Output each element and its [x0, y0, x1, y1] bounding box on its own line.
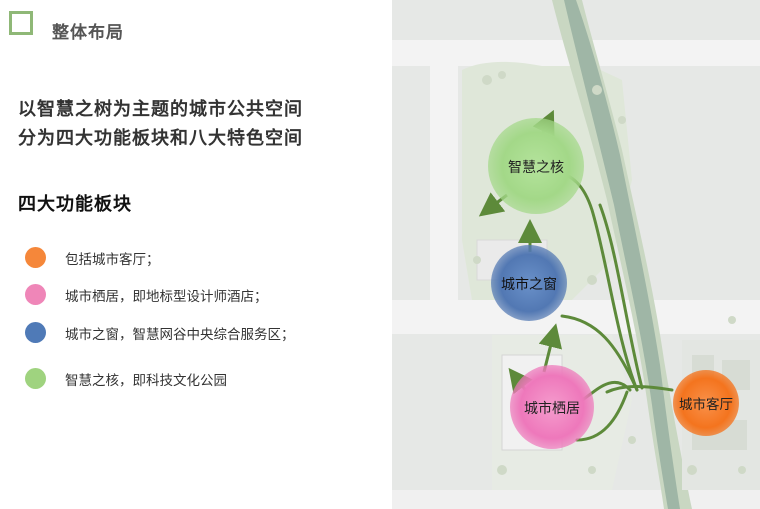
node-habitat[interactable]: 城市栖居: [510, 365, 594, 449]
node-core[interactable]: 智慧之核: [488, 118, 584, 214]
node-core-label: 智慧之核: [508, 160, 564, 176]
node-lounge[interactable]: 城市客厅: [673, 370, 739, 436]
legend-dot-pink: [25, 284, 46, 305]
legend-dot-green: [25, 368, 46, 389]
modules-heading: 四大功能板块: [18, 194, 132, 215]
branch-lines: [555, 170, 674, 442]
node-window-label: 城市之窗: [501, 276, 557, 293]
section-badge-icon: [9, 11, 33, 35]
left-panel: 整体布局 以智慧之树为主题的城市公共空间 分为四大功能板块和八大特色空间 四大功…: [9, 11, 303, 389]
road-west: [430, 66, 458, 316]
section-title: 整体布局: [52, 23, 124, 43]
road-south: [392, 490, 760, 509]
node-lounge-label: 城市客厅: [679, 396, 733, 413]
trees: [473, 71, 746, 475]
legend-dot-blue: [25, 322, 46, 343]
branch-to-core-2: [598, 203, 644, 390]
node-core-circle: [488, 118, 584, 214]
headline-line-2: 分为四大功能板块和八大特色空间: [18, 128, 303, 149]
node-window[interactable]: 城市之窗: [491, 245, 567, 321]
legend-text: 城市之窗，智慧网谷中央综合服务区；: [65, 327, 295, 343]
node-lounge-circle: [673, 370, 739, 436]
branch-to-window: [560, 314, 639, 392]
river-water: [564, 0, 680, 509]
site-plan-svg: 智慧之核 城市之窗 城市栖居 城市客厅: [392, 0, 760, 509]
legend-dot-orange: [25, 247, 46, 268]
node-habitat-label: 城市栖居: [524, 400, 580, 417]
node-habitat-circle: [510, 365, 594, 449]
node-window-circle: [491, 245, 567, 321]
arrow-habitat-up: [538, 323, 563, 373]
legend-text: 智慧之核，即科技文化公园: [65, 373, 227, 389]
site-plan-map: 智慧之核 城市之窗 城市栖居 城市客厅: [392, 0, 760, 509]
legend-text: 包括城市客厅；: [65, 252, 160, 268]
headline-line-1: 以智慧之树为主题的城市公共空间: [18, 99, 303, 120]
branch-to-habitat: [575, 390, 629, 442]
legend-text: 城市栖居，即地标型设计师酒店；: [65, 289, 268, 305]
